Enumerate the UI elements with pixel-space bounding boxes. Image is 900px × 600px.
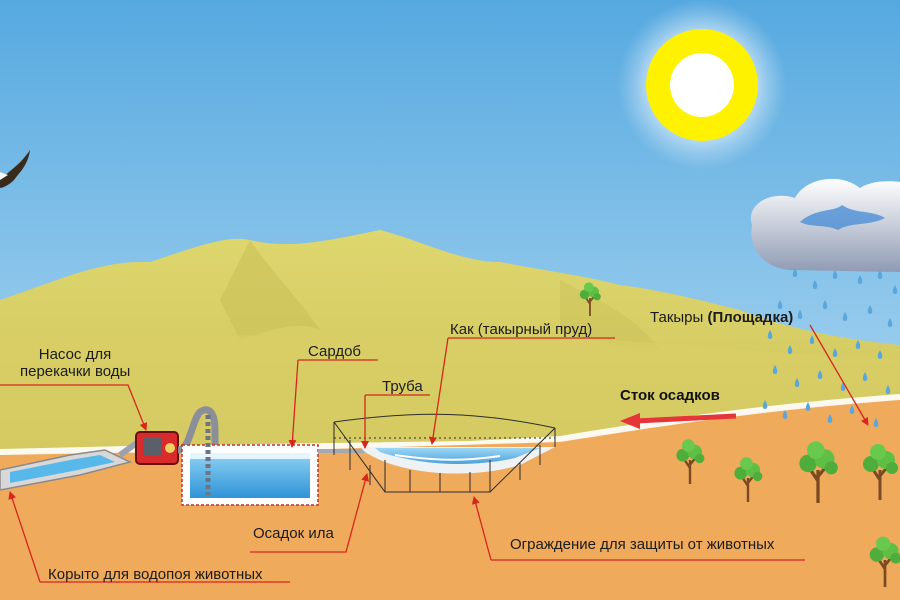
pond-label: Как (такырный пруд) bbox=[450, 321, 593, 338]
raindrop bbox=[767, 330, 773, 339]
fence-label: Ограждение для защиты от животных bbox=[510, 536, 775, 553]
sun-icon bbox=[617, 0, 787, 170]
trough-label: Корыто для водопоя животных bbox=[48, 566, 263, 583]
raindrop bbox=[782, 410, 788, 419]
raindrop bbox=[805, 402, 811, 411]
tree-icon bbox=[799, 441, 838, 504]
tree-icon bbox=[863, 444, 898, 500]
raindrop bbox=[857, 275, 863, 284]
takyr-pond bbox=[360, 447, 555, 474]
tree-icon bbox=[869, 536, 900, 588]
raindrop bbox=[877, 270, 883, 279]
raindrop bbox=[832, 348, 838, 357]
takyr-label: Такыры (Площадка) bbox=[650, 309, 793, 326]
raindrop bbox=[794, 378, 800, 387]
raindrop bbox=[842, 312, 848, 321]
raindrop bbox=[792, 268, 798, 277]
raindrop bbox=[777, 300, 783, 309]
trough bbox=[0, 449, 133, 491]
raindrop bbox=[873, 418, 879, 427]
runoff-label: Сток осадков bbox=[620, 387, 720, 404]
raindrop bbox=[855, 340, 861, 349]
takyr-label-prefix: Такыры bbox=[650, 309, 704, 326]
raindrop bbox=[797, 310, 803, 319]
raindrop bbox=[772, 365, 778, 374]
tree-icon bbox=[734, 457, 763, 503]
runoff-arrowhead bbox=[620, 413, 640, 429]
raindrop bbox=[822, 300, 828, 309]
pipe-label: Труба bbox=[382, 378, 423, 395]
pump-label-line1: Насос для bbox=[38, 346, 112, 363]
raindrop bbox=[809, 335, 815, 344]
raindrop bbox=[887, 318, 893, 327]
tree-icon bbox=[676, 439, 705, 485]
takyr-label-suffix: (Площадка) bbox=[707, 309, 794, 326]
raindrop bbox=[885, 385, 891, 394]
fence bbox=[333, 413, 556, 493]
raindrop bbox=[812, 280, 818, 289]
cloud-icon bbox=[750, 178, 900, 272]
raindrop bbox=[827, 414, 833, 423]
raindrop bbox=[849, 405, 855, 414]
leader-lines bbox=[0, 324, 869, 583]
runoff-arrow bbox=[635, 413, 737, 424]
raindrop bbox=[862, 372, 868, 381]
raindrop bbox=[762, 400, 768, 409]
pump-label: Насос для перекачки воды bbox=[20, 346, 130, 380]
pump-icon bbox=[118, 406, 219, 465]
trees bbox=[579, 282, 900, 588]
ground bbox=[0, 398, 900, 600]
bird-icon bbox=[0, 150, 30, 188]
raindrop bbox=[832, 270, 838, 279]
pump-label-line2: перекачки воды bbox=[20, 363, 131, 380]
rain-drops bbox=[762, 268, 898, 427]
raindrop bbox=[877, 350, 883, 359]
raindrop bbox=[817, 370, 823, 379]
raindrop bbox=[787, 345, 793, 354]
sardob-label: Сардоб bbox=[308, 343, 362, 360]
raindrop bbox=[892, 285, 898, 294]
silt-label: Осадок ила bbox=[253, 525, 334, 542]
tree-icon bbox=[579, 282, 601, 317]
sardob-reservoir bbox=[181, 415, 319, 506]
raindrop bbox=[867, 305, 873, 314]
